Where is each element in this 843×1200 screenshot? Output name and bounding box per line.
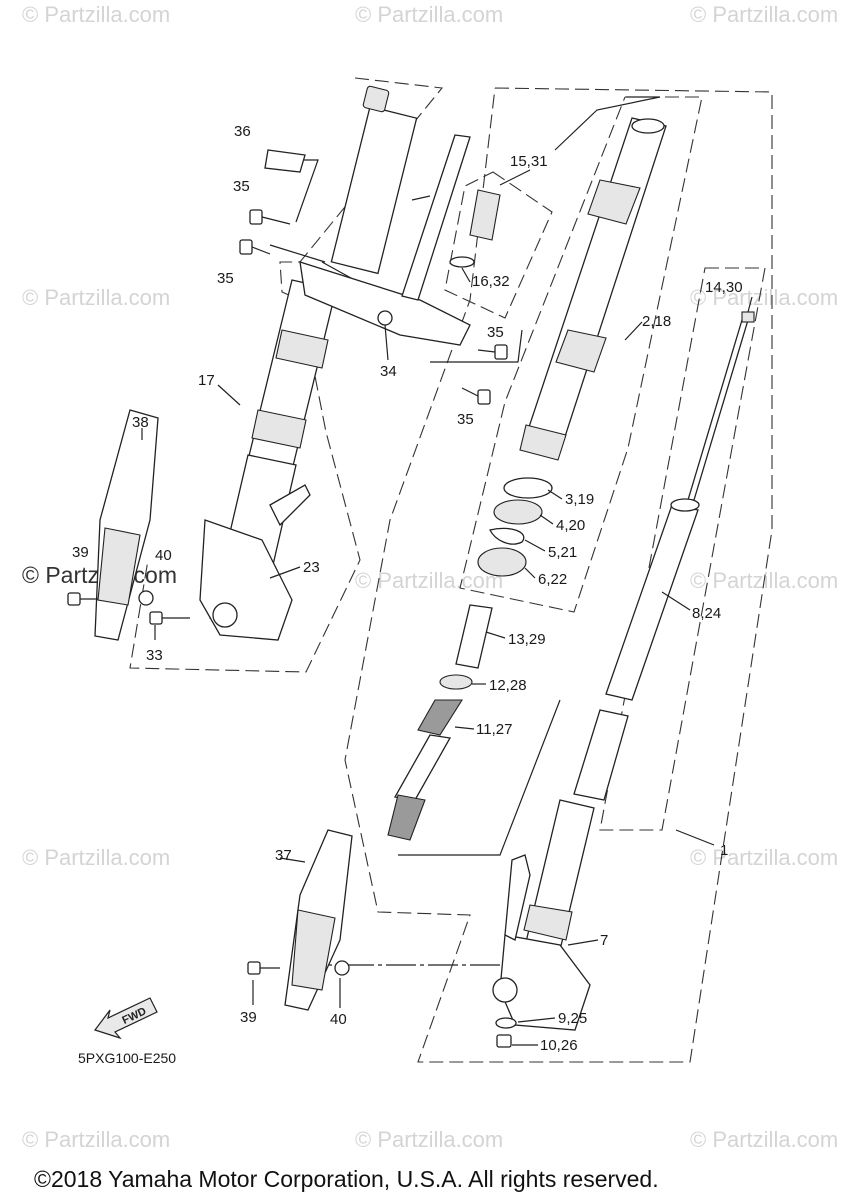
protector-bolt: [149, 611, 190, 625]
guide-bushing: [477, 547, 527, 577]
right-fork-internals: [477, 117, 667, 577]
watermark: © Partzilla.com: [22, 1127, 170, 1152]
watermark: © Partzilla.com: [22, 285, 170, 310]
callout-label: 14,30: [705, 279, 743, 296]
forward-direction-icon: FWD: [94, 997, 158, 1040]
left-fork-seal: [251, 409, 307, 449]
callout-label: 6,22: [538, 571, 567, 588]
watermark: © Partzilla.com: [22, 2, 170, 27]
callout-label: 36: [234, 123, 251, 140]
callout-label: 39: [240, 1009, 257, 1026]
watermark: © Partzilla.com: [690, 1127, 838, 1152]
callout-label: 7: [600, 932, 608, 949]
callout-labels: 1 2,18 3,19 4,20 5,21 6,22 7 8,24 9,25 1…: [72, 123, 743, 1054]
callout-label: 40: [155, 547, 172, 564]
callout-label: 35: [457, 411, 474, 428]
fwd-label: FWD: [120, 1005, 148, 1026]
watermark: © Partzilla.com: [22, 845, 170, 870]
damper-cylinder: [605, 504, 699, 701]
label-plate: [264, 149, 306, 173]
watermark: © Partzilla.com: [690, 2, 838, 27]
callout-label: 37: [275, 847, 292, 864]
callout-label: 8,24: [692, 605, 721, 622]
protector-screw: [67, 592, 98, 606]
drain-bolt: [496, 1034, 512, 1048]
watermark: © Partzilla.com: [690, 285, 838, 310]
right-fork-outer: [492, 709, 629, 1048]
pinch-bolt: [249, 209, 291, 225]
left-fork-protector: [94, 409, 159, 641]
stopper-ring: [489, 527, 525, 545]
callout-label: 15,31: [510, 153, 548, 170]
callout-label: 10,26: [540, 1037, 578, 1054]
watermark: © Partzilla.com: [690, 845, 838, 870]
callout-label: 35: [487, 324, 504, 341]
callout-label: 3,19: [565, 491, 594, 508]
callout-label: 11,27: [476, 721, 512, 738]
callout-label: 17: [198, 372, 215, 389]
diagram-code: 5PXG100-E250: [78, 1050, 176, 1066]
right-axle-hole: [492, 977, 518, 1003]
callout-label: 39: [72, 544, 89, 561]
bracket-lines: [269, 96, 661, 966]
steering-stem-shaft: [401, 134, 471, 301]
left-fork-upper-tube: [330, 105, 418, 275]
damper-rod-assembly: [605, 311, 755, 701]
watermark-layer: © Partzilla.com © Partzilla.com © Partzi…: [22, 2, 838, 1152]
protector-collar: [334, 960, 350, 976]
fork-spring-lower: [387, 794, 426, 841]
drain-washer: [495, 1017, 517, 1029]
callout-label: 9,25: [558, 1010, 587, 1027]
pinch-bolt: [477, 344, 508, 360]
copyright-notice: ©2018 Yamaha Motor Corporation, U.S.A. A…: [34, 1166, 659, 1192]
callout-label: 34: [380, 363, 397, 380]
callout-label: 5,21: [548, 544, 577, 561]
callout-label: 13,29: [508, 631, 546, 648]
steering-stem-assembly: [401, 134, 501, 301]
oil-seal: [493, 499, 543, 525]
stem-adjuster: [469, 189, 501, 241]
spacer-collar: [455, 604, 493, 669]
left-fork-assembly: [199, 85, 508, 641]
callout-label: 38: [132, 414, 149, 431]
right-fork-damper-tube: [573, 709, 629, 801]
spring-assembly: [387, 604, 493, 841]
left-fork-cap-bolt: [362, 85, 390, 113]
callout-label: 4,20: [556, 517, 585, 534]
dust-seal-ring: [519, 424, 567, 461]
fork-spring-upper: [417, 699, 463, 736]
pinch-bolt: [239, 239, 271, 255]
callout-label: 33: [146, 647, 163, 664]
callout-label: 23: [303, 559, 320, 576]
callout-label: 1: [720, 842, 728, 859]
callout-label: 2,18: [642, 313, 671, 330]
watermark: © Partzilla.com: [355, 2, 503, 27]
leader-lines: [141, 169, 753, 1046]
fork-protectors: [67, 409, 353, 1011]
spring-seat: [439, 674, 473, 690]
watermark: © Partzilla.com: [355, 1127, 503, 1152]
under-bracket: [299, 261, 471, 346]
callout-label: 16,32: [472, 273, 510, 290]
rod-nut: [741, 311, 755, 323]
callout-label: 35: [233, 178, 250, 195]
protector-screw: [247, 961, 280, 975]
callout-label: 12,28: [489, 677, 527, 694]
watermark: © Partzilla.com: [355, 568, 503, 593]
callout-label: 35: [217, 270, 234, 287]
left-axle-hole: [212, 602, 238, 628]
dust-seal: [503, 477, 553, 499]
stem-o-ring: [449, 256, 475, 268]
callout-label: 40: [330, 1011, 347, 1028]
protector-collar: [138, 590, 154, 606]
pinch-bolt: [461, 387, 491, 405]
